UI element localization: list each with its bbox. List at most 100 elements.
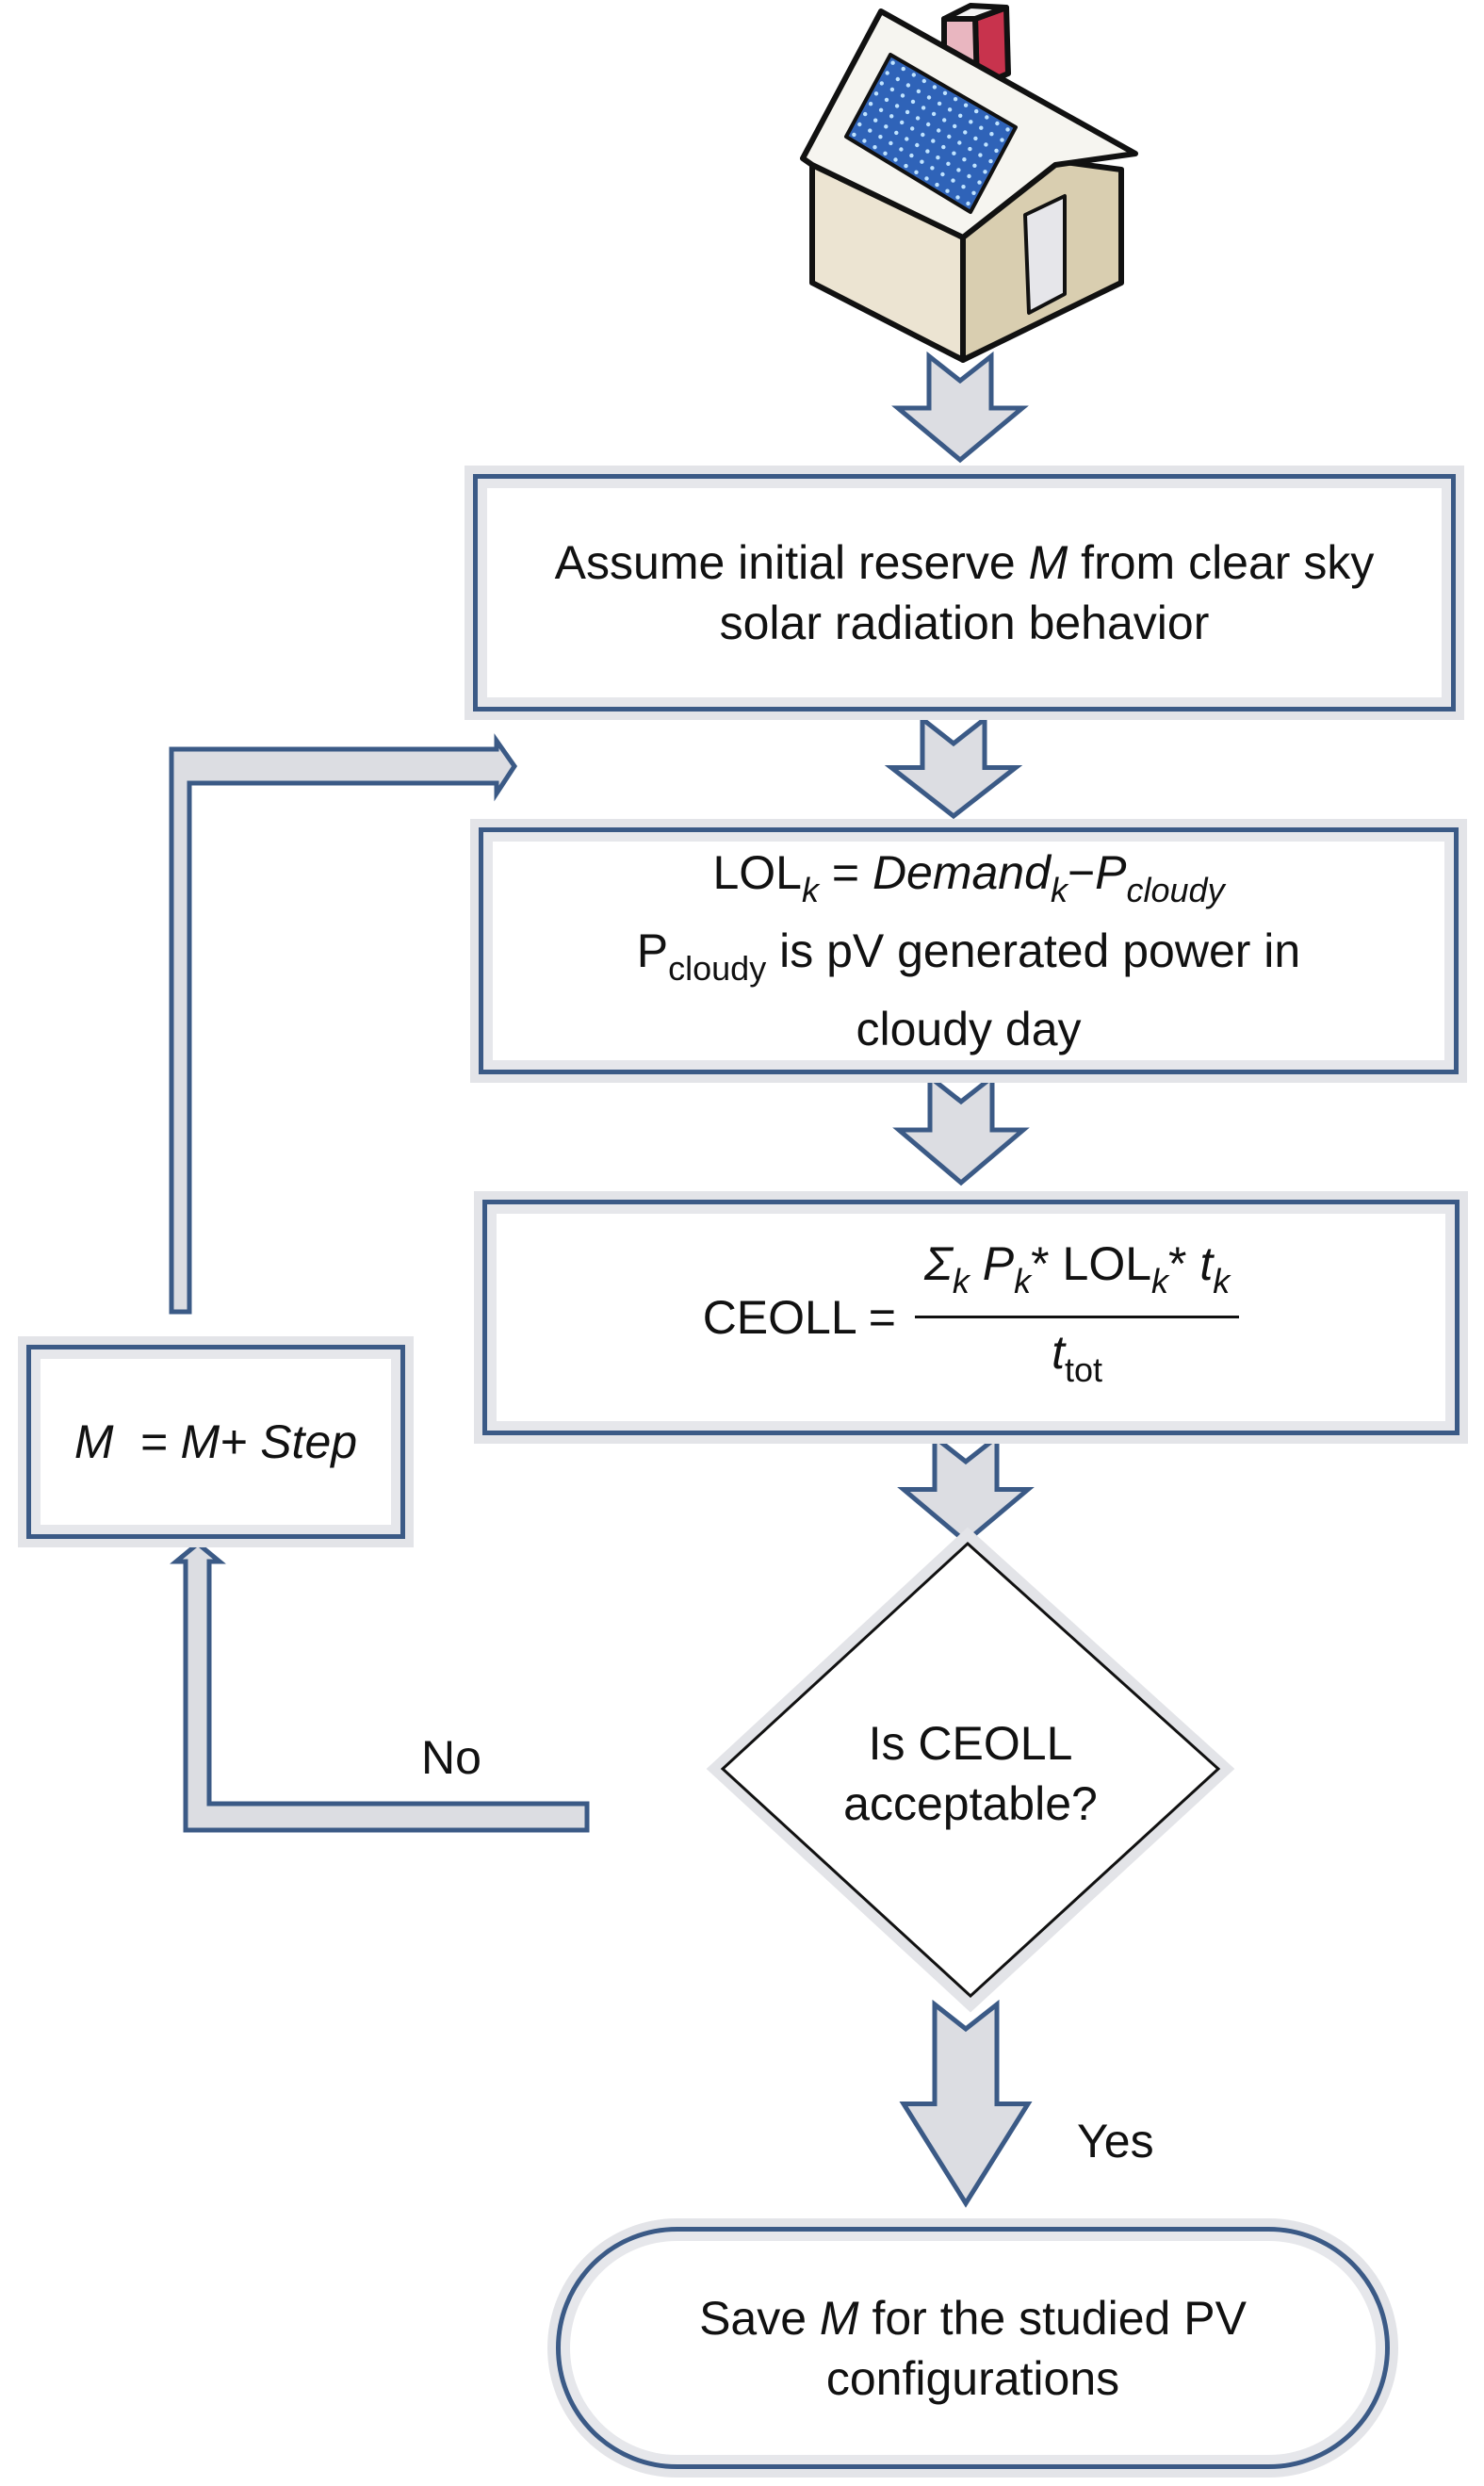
solar-cell-dot bbox=[932, 85, 938, 90]
solar-cell-dot bbox=[920, 159, 924, 164]
solar-cell-dot bbox=[893, 157, 898, 162]
solar-cell-dot bbox=[852, 132, 856, 138]
solar-cell-dot bbox=[884, 124, 889, 129]
no-label: No bbox=[421, 1731, 481, 1784]
solar-cell-dot bbox=[885, 71, 889, 75]
solar-cell-dot bbox=[905, 137, 909, 141]
solar-cell-dot bbox=[936, 155, 940, 160]
solar-cell-dot bbox=[915, 142, 920, 148]
solar-cell-dot bbox=[915, 116, 921, 121]
solar-cell-dot bbox=[872, 145, 877, 150]
solar-cell-dot bbox=[967, 173, 971, 179]
solar-cell-dot bbox=[873, 91, 879, 96]
solar-cell-dot bbox=[904, 163, 908, 169]
step-ceoll: CEOLL = Σk Pk* LOLk* tk ttot bbox=[482, 1200, 1460, 1435]
step-initial-reserve-line2: solar radiation behavior bbox=[719, 597, 1210, 649]
solar-cell-dot bbox=[947, 107, 953, 112]
solar-cell-dot bbox=[957, 140, 962, 145]
solar-cell-dot bbox=[953, 97, 958, 102]
solar-cell-dot bbox=[994, 148, 999, 154]
solar-cell-dot bbox=[910, 99, 916, 105]
solar-cell-dot bbox=[952, 151, 956, 155]
solar-cell-dot bbox=[953, 123, 957, 129]
solar-cell-dot bbox=[951, 178, 955, 183]
solar-cell-dot bbox=[937, 101, 942, 106]
ceoll-numerator: Σk Pk* LOLk* tk bbox=[914, 1235, 1240, 1318]
solar-cell-dot bbox=[985, 115, 989, 120]
arrow-yes-to-end bbox=[899, 1999, 1033, 2208]
solar-cell-dot bbox=[984, 142, 988, 147]
solar-cell-dot bbox=[963, 130, 968, 135]
solar-cell-dot bbox=[941, 144, 946, 150]
solar-cell-dot bbox=[937, 128, 941, 133]
solar-cell-dot bbox=[983, 170, 987, 174]
solar-cell-dot bbox=[962, 157, 967, 162]
solar-cell-dot bbox=[911, 73, 916, 77]
solar-cell-dot bbox=[894, 130, 899, 136]
solar-cell-dot bbox=[900, 120, 905, 125]
solar-cell-dot bbox=[995, 121, 1000, 126]
solar-cell-dot bbox=[878, 135, 883, 139]
solar-cell-dot bbox=[863, 111, 868, 117]
update-equation: M = M+ Step bbox=[73, 1415, 358, 1468]
solar-cell-dot bbox=[889, 87, 895, 92]
pcloudy-definition: Pcloudy is pV generated power in bbox=[636, 924, 1301, 988]
solar-cell-dot bbox=[942, 90, 948, 96]
solar-cell-dot bbox=[890, 60, 895, 65]
solar-cell-dot bbox=[956, 168, 961, 172]
solar-cell-dot bbox=[963, 103, 969, 107]
solar-cell-dot bbox=[862, 139, 867, 143]
end-terminator: Save M for the studied PV configurations bbox=[556, 2227, 1390, 2469]
solar-cell-dot bbox=[921, 132, 925, 138]
solar-cell-dot bbox=[969, 120, 973, 124]
solar-cell-dot bbox=[899, 147, 904, 152]
solar-cell-dot bbox=[889, 114, 894, 119]
solar-cell-dot bbox=[1000, 138, 1004, 142]
solar-cell-dot bbox=[931, 111, 937, 117]
arrow-house-to-step1 bbox=[891, 351, 1029, 464]
solar-panel bbox=[844, 53, 1018, 214]
step-initial-reserve: Assume initial reserve M from clear sky … bbox=[473, 474, 1456, 711]
solar-cell-dot bbox=[926, 95, 932, 100]
solar-cell-dot bbox=[966, 201, 970, 206]
solar-cell-dot bbox=[925, 149, 930, 154]
solar-cell-dot bbox=[942, 118, 947, 123]
solar-cell-dot bbox=[935, 182, 939, 188]
solar-cell-dot bbox=[989, 132, 994, 137]
solar-cell-dot bbox=[873, 118, 878, 123]
solar-cell-dot bbox=[930, 166, 935, 171]
solar-cell-dot bbox=[972, 163, 977, 168]
lol-equation: LOLk = Demandk−Pcloudy bbox=[712, 846, 1225, 909]
solar-panel-dots bbox=[852, 60, 1010, 206]
solar-cell-dot bbox=[968, 146, 972, 152]
step-update-m: M = M+ Step bbox=[26, 1345, 405, 1539]
solar-cell-dot bbox=[971, 190, 976, 195]
no-branch-arrow bbox=[170, 1540, 590, 1833]
arrow-step2-to-step3 bbox=[892, 1071, 1030, 1186]
solar-cell-dot bbox=[895, 76, 900, 82]
pcloudy-definition-line3: cloudy day bbox=[856, 1003, 1082, 1055]
solar-cell-dot bbox=[931, 139, 936, 143]
solar-cell-dot bbox=[977, 180, 982, 185]
solar-cell-dot bbox=[894, 104, 900, 108]
solar-cell-dot bbox=[868, 102, 873, 106]
solar-cell-dot bbox=[979, 125, 984, 130]
solar-cell-dot bbox=[978, 153, 983, 157]
arrow-step3-to-decision bbox=[897, 1431, 1035, 1546]
solar-cell-dot bbox=[889, 140, 893, 146]
solar-cell-dot bbox=[955, 195, 960, 200]
step-initial-reserve-line1: Assume initial reserve M from clear sky bbox=[554, 536, 1375, 589]
decision-diamond-halo bbox=[706, 1527, 1235, 2013]
solar-cell-dot bbox=[961, 185, 966, 189]
solar-cell-dot bbox=[921, 106, 926, 110]
solar-cell-dot bbox=[879, 81, 884, 86]
decision-text: Is CEOLL acceptable? bbox=[843, 1717, 1098, 1830]
solar-cell-dot bbox=[1005, 127, 1010, 132]
loop-back-arrow bbox=[169, 733, 518, 1315]
solar-cell-dot bbox=[883, 151, 888, 155]
solar-cell-dot bbox=[945, 188, 950, 193]
solar-cell-dot bbox=[946, 161, 951, 166]
house-door bbox=[1023, 194, 1067, 315]
ceoll-fraction: Σk Pk* LOLk* tk ttot bbox=[914, 1235, 1240, 1400]
